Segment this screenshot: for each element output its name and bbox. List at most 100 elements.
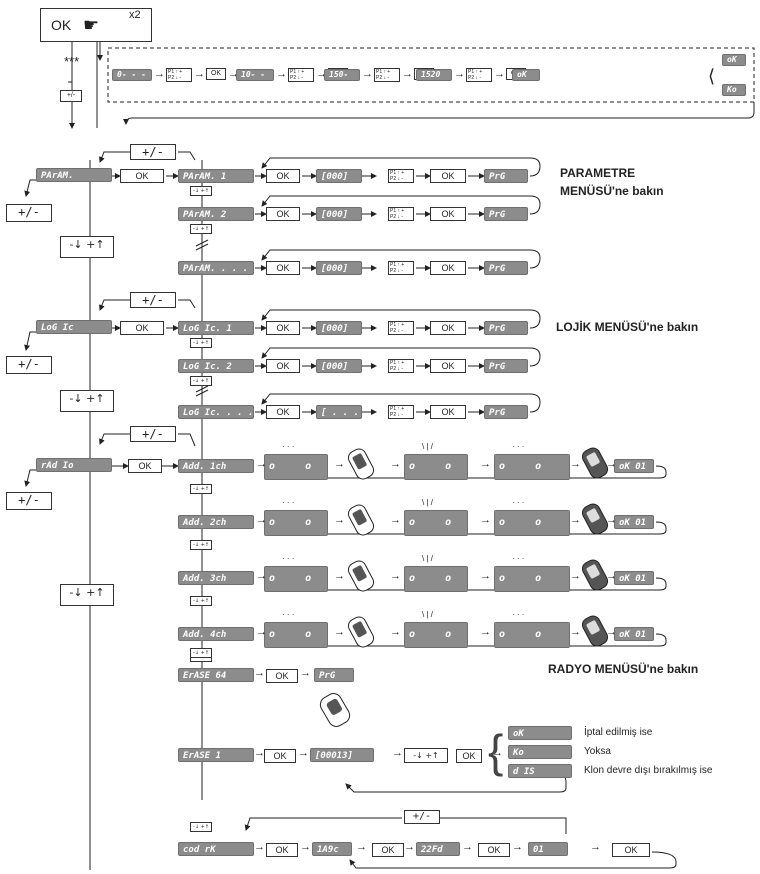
param-ok-button[interactable]: OK (266, 207, 300, 221)
arrow-right-icon: → (298, 747, 309, 759)
top-ok-button[interactable]: OK (206, 68, 226, 80)
param-p1p2-button[interactable]: P1 ↑ +P2 ↓ - (388, 169, 414, 183)
param-ok-button[interactable]: OK (266, 261, 300, 275)
outcome-text: İptal edilmiş ise (584, 727, 652, 738)
codrx-ok-button[interactable]: OK (266, 843, 298, 857)
arrow-right-icon: → (154, 68, 165, 80)
codrx-seq-display: 1A9c (312, 842, 352, 856)
top-p1p2-button[interactable]: P1 ↑ +P2 ↓ - (288, 68, 314, 82)
erase1-ok2[interactable]: OK (456, 749, 482, 763)
codrx-seq-display: 01 (528, 842, 568, 856)
p2-label: P2 ↓ - (468, 75, 481, 81)
arrow-right-icon: → (606, 514, 617, 526)
erase1-down-up[interactable]: -↓ +↑ (404, 748, 448, 763)
top-seq-display: 0- - - (112, 69, 152, 81)
radio-plus-minus[interactable]: +/- (130, 426, 176, 442)
arrow-right-icon: → (256, 514, 267, 526)
logic-p1p2-button[interactable]: P1 ↑ +P2 ↓ - (388, 405, 414, 419)
arrow-right-icon: → (254, 841, 265, 853)
led-blink-icon: · · · (512, 610, 524, 619)
radio-ok[interactable]: OK (128, 459, 162, 473)
top-p1p2-button[interactable]: P1 ↑ +P2 ↓ - (466, 68, 492, 82)
erase64-down-up[interactable]: -↓ +↑ (190, 648, 212, 658)
param-down-up[interactable]: -↓ +↑ (190, 186, 212, 196)
radio-led-display: o o (494, 454, 570, 480)
logic-ok-button[interactable]: OK (266, 321, 300, 335)
param-p1p2-button[interactable]: P1 ↑ +P2 ↓ - (388, 261, 414, 275)
logic-ok-button[interactable]: OK (266, 359, 300, 373)
remote-control-icon (344, 446, 384, 484)
codrx-down-up[interactable]: -↓ +↑ (190, 822, 212, 832)
arrow-right-icon: → (480, 570, 491, 582)
radio-down-up[interactable]: -↓ +↑ (60, 584, 114, 606)
top-plus-minus[interactable]: +/- (60, 90, 82, 102)
param-down-up[interactable]: -↓ +↑ (190, 224, 212, 234)
param-ok-button[interactable]: OK (430, 169, 466, 183)
param-left-plus-minus[interactable]: +/- (6, 204, 52, 222)
remote-control-icon (318, 690, 362, 728)
param-value-display: [000] (316, 169, 362, 183)
top-seq-display: oK (512, 69, 540, 81)
logic-ok-button[interactable]: OK (266, 405, 300, 419)
logic-left-plus-minus[interactable]: +/- (6, 356, 52, 374)
codrx-ok-button[interactable]: OK (612, 843, 650, 857)
param-item-display: PArAM. . . . (178, 261, 254, 275)
led-blink-icon: \ | / (422, 442, 433, 451)
erase64-ok[interactable]: OK (266, 669, 298, 683)
radio-result-display: oK 01 (614, 459, 654, 473)
arrow-right-icon: → (254, 667, 265, 679)
radio-down-up[interactable]: -↓ +↑ (190, 596, 212, 606)
arrow-right-icon: → (276, 68, 287, 80)
codrx-plus-minus[interactable]: +/- (404, 810, 440, 824)
top-p1p2-button[interactable]: P1 ↑ +P2 ↓ - (166, 68, 192, 82)
codrx-ok-button[interactable]: OK (478, 843, 510, 857)
param-p1p2-button[interactable]: P1 ↑ +P2 ↓ - (388, 207, 414, 221)
param-ok-button[interactable]: OK (430, 207, 466, 221)
radio-left-plus-minus[interactable]: +/- (6, 492, 52, 510)
arrow-right-icon: → (606, 458, 617, 470)
erase1-display: ErASE 1 (178, 748, 254, 762)
outcome-text: Klon devre dışı bırakılmış ise (584, 765, 712, 776)
logic-down-up[interactable]: -↓ +↑ (190, 376, 212, 386)
param-prg-display: PrG (484, 261, 528, 275)
param-plus-minus[interactable]: +/- (130, 144, 176, 160)
param-ok[interactable]: OK (120, 169, 164, 183)
arrow-right-icon: → (454, 68, 465, 80)
logic-ok-button[interactable]: OK (430, 405, 466, 419)
remote-control-icon (344, 558, 384, 596)
erase64-display: ErASE 64 (178, 668, 254, 682)
logic-ok[interactable]: OK (120, 321, 164, 335)
arrow-right-icon: → (606, 626, 617, 638)
codrx-ok-button[interactable]: OK (372, 843, 404, 857)
param-ok-button[interactable]: OK (430, 261, 466, 275)
erase1-ok[interactable]: OK (264, 749, 296, 763)
logic-prg-display: PrG (484, 321, 528, 335)
logic-down-up[interactable]: -↓ +↑ (190, 338, 212, 348)
logic-p1p2-button[interactable]: P1 ↑ +P2 ↓ - (388, 321, 414, 335)
arrow-right-icon: → (402, 68, 413, 80)
arrow-right-icon: → (194, 68, 205, 80)
logic-p1p2-button[interactable]: P1 ↑ +P2 ↓ - (388, 359, 414, 373)
remote-control-icon (344, 614, 384, 652)
arrow-right-icon: → (462, 841, 473, 853)
logic-ok-button[interactable]: OK (430, 321, 466, 335)
radio-down-up[interactable]: -↓ +↑ (190, 484, 212, 494)
logic-plus-minus[interactable]: +/- (130, 292, 176, 308)
param-note-line2: MENÜSÜ'ne bakın (560, 184, 664, 198)
logic-menu-title: LoG Ic (36, 320, 112, 334)
p2-label: P2 ↓ - (168, 75, 181, 81)
top-p1p2-button[interactable]: P1 ↑ +P2 ↓ - (374, 68, 400, 82)
arrow-right-icon: → (362, 68, 373, 80)
param-ok-button[interactable]: OK (266, 169, 300, 183)
radio-down-up[interactable]: -↓ +↑ (190, 540, 212, 550)
radio-led-display: o o (404, 454, 468, 480)
arrow-right-icon: → (480, 514, 491, 526)
logic-down-up[interactable]: -↓ +↑ (60, 390, 114, 412)
param-down-up[interactable]: -↓ +↑ (60, 236, 114, 258)
radio-menu-title: rAd Io (36, 458, 112, 472)
logic-ok-button[interactable]: OK (430, 359, 466, 373)
top-seq-display: 10- - (236, 69, 274, 81)
led-blink-icon: · · · (512, 442, 524, 451)
logic-prg-display: PrG (484, 359, 528, 373)
